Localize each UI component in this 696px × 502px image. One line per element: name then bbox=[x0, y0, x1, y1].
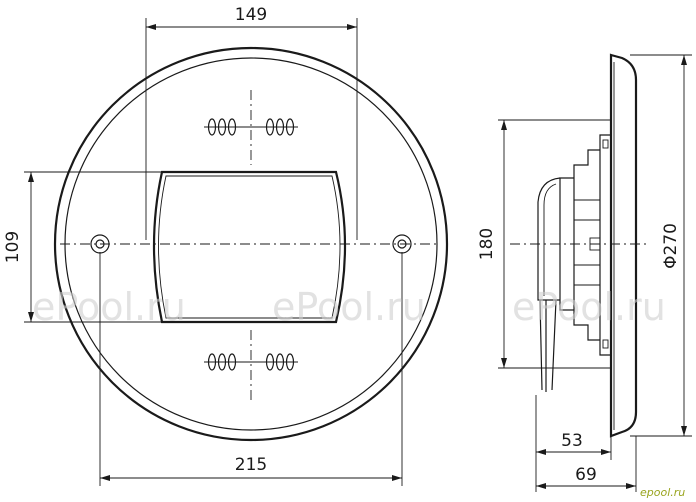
cable-bend bbox=[537, 177, 561, 301]
dimension-label-215: 215 bbox=[235, 455, 267, 475]
housing-body bbox=[599, 134, 612, 356]
dimension-diameter bbox=[630, 54, 692, 437]
dimension-label-180: 180 bbox=[477, 228, 497, 260]
dimension-109 bbox=[24, 171, 165, 323]
watermark-center: ePool.ru bbox=[272, 285, 426, 329]
front-view: 149 109 215 bbox=[3, 5, 449, 486]
led-group-top bbox=[204, 118, 298, 136]
dimension-label-diameter: Φ270 bbox=[661, 223, 681, 269]
dimension-215 bbox=[99, 252, 403, 486]
dimension-label-53: 53 bbox=[561, 431, 583, 451]
outer-ring bbox=[53, 46, 449, 442]
lens-window bbox=[152, 170, 347, 324]
dimension-149 bbox=[145, 18, 358, 240]
watermark-corner: epool.ru bbox=[640, 486, 685, 499]
dimension-69 bbox=[536, 436, 637, 492]
dimension-label-69: 69 bbox=[575, 465, 597, 485]
dimension-label-109: 109 bbox=[3, 231, 23, 263]
side-view: 180 Φ270 53 69 bbox=[477, 53, 692, 492]
dimension-53 bbox=[535, 395, 612, 492]
watermark-left: ePool.ru bbox=[32, 285, 186, 329]
cable bbox=[539, 299, 557, 392]
watermark-right: ePool.ru bbox=[512, 285, 666, 329]
dimension-label-149: 149 bbox=[235, 5, 267, 25]
led-group-bottom bbox=[204, 353, 298, 371]
flange-outline bbox=[609, 53, 638, 438]
dimension-180 bbox=[498, 119, 612, 369]
lens-window-inner bbox=[158, 175, 341, 319]
housing-steps bbox=[573, 149, 600, 341]
